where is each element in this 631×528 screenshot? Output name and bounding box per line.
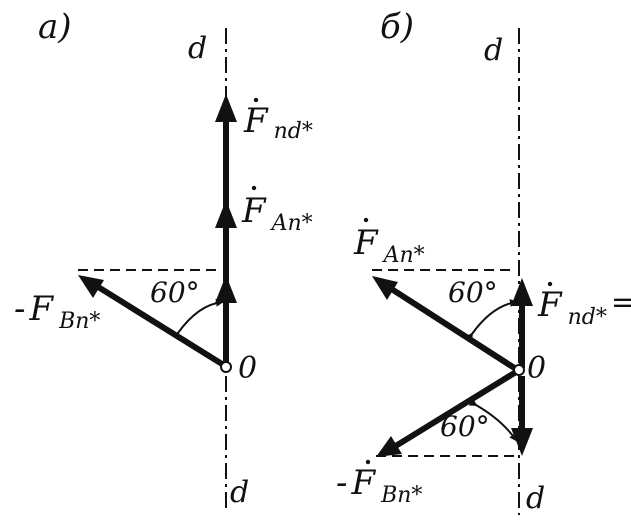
panel-b-an-main: F: [353, 223, 379, 263]
panel-b-tag: б): [380, 7, 414, 47]
svg-text:F пd* =0: F пd* =0: [537, 285, 631, 330]
svg-text:F Aп*: F Aп*: [353, 223, 425, 268]
panel-a-nd-main: F: [243, 101, 269, 141]
panel-b-nd-dot: [547, 281, 553, 287]
svg-text:F пd*: F пd*: [243, 101, 313, 144]
panel-a-arrowhead-nd: [215, 94, 237, 122]
panel-a-bn-sub: Bп*: [58, 309, 100, 334]
panel-b-axis-bottom-label: d: [526, 481, 545, 516]
panel-b-arrowhead-an: [372, 276, 398, 300]
panel-b-label-an: F Aп*: [353, 217, 425, 268]
panel-b-arrowhead-bn: [376, 436, 402, 457]
panel-b-an-dot: [363, 217, 369, 223]
panel-a-origin-point: [220, 361, 232, 373]
panel-a: а) d d 60° 0 F пd* F: [14, 7, 313, 510]
svg-text:- F Bп*: - F Bп*: [14, 289, 100, 334]
panel-a-angle-arc: [171, 298, 224, 341]
panel-a-axis-top-label: d: [188, 31, 207, 66]
panel-a-arrowhead-an: [215, 200, 237, 228]
panel-b-bn-prefix: -: [336, 463, 348, 503]
panel-b-bn-main: F: [351, 463, 377, 503]
panel-b-vector-bn: [392, 369, 518, 450]
panel-a-origin-label: 0: [238, 351, 257, 386]
panel-b-angle-arc-bottom: [468, 398, 518, 442]
panel-b-axis-top-label: d: [484, 33, 503, 68]
panel-a-axis-bottom-label: d: [230, 475, 249, 510]
panel-b-arrowhead-nd: [511, 278, 533, 306]
panel-b-nd-sub: пd*: [568, 305, 607, 330]
panel-b-origin-label: 0: [527, 351, 546, 386]
panel-a-vector-bn: [93, 282, 224, 367]
svg-text:- F Bп*: - F Bп*: [336, 463, 422, 508]
panel-b-angle-label-top: 60°: [448, 276, 498, 309]
panel-b-vector-an: [388, 285, 518, 372]
panel-a-arrowhead-bn: [78, 275, 104, 298]
panel-a-nd-sub: пd*: [274, 119, 313, 144]
panel-b-bn-sub: Bп*: [380, 483, 422, 508]
panel-b-angle-label-bottom: 60°: [440, 410, 490, 443]
svg-text:F Aп*: F Aп*: [241, 191, 313, 236]
panel-b-bn-dot: [365, 459, 371, 465]
panel-b-an-sub: Aп*: [382, 243, 425, 268]
panel-a-arrowhead-third: [215, 275, 237, 303]
panel-b-arrowhead-down: [511, 428, 533, 456]
panel-b-angle-arc-top: [465, 299, 518, 342]
panel-b-label-nd: F пd* =0: [537, 281, 631, 330]
panel-a-bn-prefix: -: [14, 289, 26, 329]
panel-b-nd-suffix: =0: [611, 285, 631, 320]
panel-a-label-nd: F пd*: [243, 97, 313, 144]
panel-b: б) d d 60° 60° 0 F Aп*: [336, 7, 631, 516]
panel-a-bn-main: F: [29, 289, 55, 329]
panel-a-nd-dot: [253, 97, 259, 103]
panel-b-nd-main: F: [537, 285, 563, 325]
panel-a-label-bn: - F Bп*: [14, 289, 100, 334]
panel-b-label-bn: - F Bп*: [336, 459, 422, 508]
panel-a-an-sub: Aп*: [270, 211, 313, 236]
panel-a-an-main: F: [241, 191, 267, 231]
panel-a-an-dot: [251, 185, 257, 191]
panel-a-angle-label: 60°: [150, 276, 200, 309]
panel-a-tag: а): [38, 7, 72, 47]
panel-a-label-an: F Aп*: [241, 185, 313, 236]
panel-b-origin-point: [513, 364, 525, 376]
